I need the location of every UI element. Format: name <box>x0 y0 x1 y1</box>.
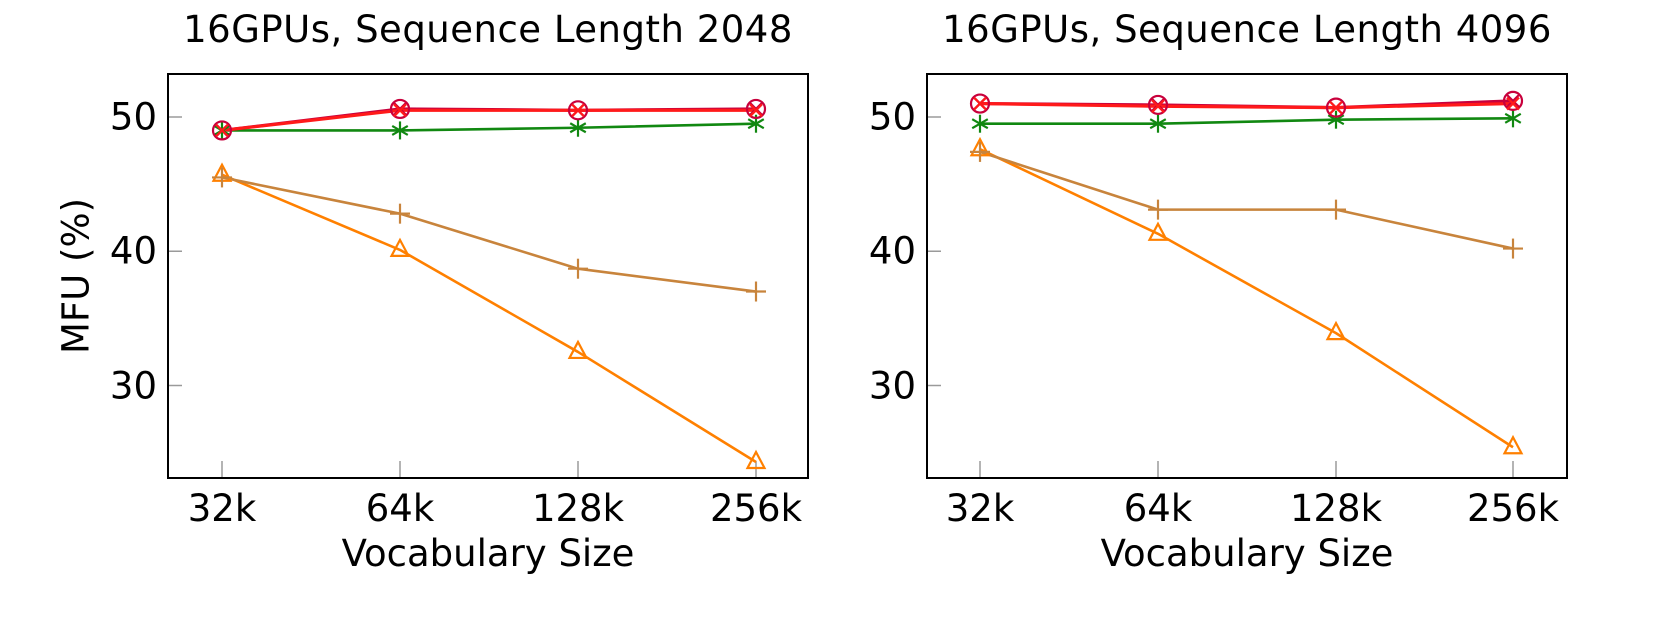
triangle-marker-icon <box>389 237 411 258</box>
y-tick-label: 30 <box>109 364 157 408</box>
x-axis-label: Vocabulary Size <box>341 532 635 575</box>
asterisk-marker-icon <box>1327 110 1345 129</box>
x-marker-icon <box>215 123 229 138</box>
y-tick-label: 50 <box>109 95 157 139</box>
series-line-brown-plus <box>979 150 1514 250</box>
x-marker-icon <box>1506 96 1520 111</box>
asterisk-marker-icon <box>971 114 989 133</box>
triangle-marker-icon <box>1502 434 1524 455</box>
asterisk-marker-icon <box>391 121 409 140</box>
y-tick-label: 30 <box>868 364 916 408</box>
x-marker-icon <box>1329 100 1343 115</box>
x-tick-label: 256k <box>1466 487 1560 530</box>
x-marker-icon <box>1151 99 1165 114</box>
plus-marker-icon <box>212 167 232 188</box>
series-line-red-x <box>221 108 756 133</box>
x-tick-label: 256k <box>709 487 803 530</box>
plus-marker-icon <box>970 141 990 162</box>
circle-x-marker-icon <box>1502 90 1524 111</box>
x-marker-icon <box>749 103 763 118</box>
series-line-green-star <box>222 122 757 132</box>
chart-title: 16GPUs, Sequence Length 2048 <box>183 8 793 51</box>
series-line-green-star <box>980 117 1514 126</box>
plus-marker-icon <box>1503 238 1523 259</box>
x-tick-label: 128k <box>531 487 625 530</box>
x-tick-label: 64k <box>365 487 435 530</box>
x-tick-label: 64k <box>1123 487 1193 530</box>
triangle-marker-icon <box>745 449 767 470</box>
triangle-marker-icon <box>1147 221 1169 241</box>
plus-marker-icon <box>1148 199 1168 220</box>
series-line-brown-plus <box>221 176 757 293</box>
axis-frame <box>926 73 1568 479</box>
axis-frame <box>167 73 809 479</box>
plus-marker-icon <box>746 281 766 302</box>
plus-marker-icon <box>1326 199 1346 220</box>
series-line-red-x <box>979 101 1514 110</box>
x-axis-label: Vocabulary Size <box>1100 532 1394 575</box>
x-tick-label: 32k <box>945 487 1015 530</box>
asterisk-marker-icon <box>1504 109 1522 128</box>
x-marker-icon <box>973 96 987 111</box>
chart-title: 16GPUs, Sequence Length 4096 <box>942 8 1552 51</box>
plus-marker-icon <box>568 258 588 279</box>
asterisk-marker-icon <box>569 118 587 137</box>
x-tick-label: 128k <box>1289 487 1383 530</box>
series-line-orange-triangle <box>221 173 757 464</box>
y-tick-label: 40 <box>868 229 916 273</box>
x-tick-label: 32k <box>187 487 257 530</box>
triangle-marker-icon <box>1325 320 1347 341</box>
triangle-marker-icon <box>567 339 589 360</box>
plus-marker-icon <box>390 203 410 224</box>
asterisk-marker-icon <box>1149 114 1167 133</box>
x-marker-icon <box>571 103 585 118</box>
y-tick-label: 40 <box>109 229 157 273</box>
x-marker-icon <box>393 103 407 118</box>
series-line-orange-triangle <box>979 148 1514 449</box>
y-tick-label: 50 <box>868 95 916 139</box>
